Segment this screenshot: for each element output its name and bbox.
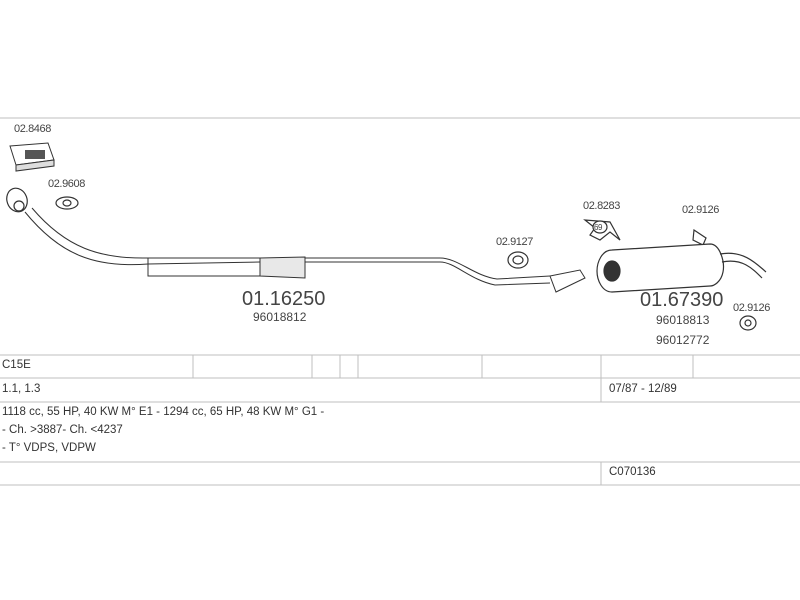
table-model: C15E <box>2 359 31 371</box>
table-spec: 1118 cc, 55 HP, 40 KW M° E1 - 1294 cc, 6… <box>2 406 325 418</box>
muffler-ref-1: 96018813 <box>656 313 710 327</box>
label-02-9126-top: 02.9126 <box>682 204 719 216</box>
front-flange-part <box>6 187 28 213</box>
frame-lines <box>0 117 800 486</box>
table-engine: 1.1, 1.3 <box>2 383 41 395</box>
clamp-part <box>507 251 529 269</box>
muffler-ref-2: 96012772 <box>656 333 710 347</box>
label-02-8468: 02.8468 <box>14 123 51 135</box>
muffler-part <box>596 243 767 293</box>
gasket-part <box>55 196 79 210</box>
label-02-9126-bottom: 02.9126 <box>733 302 770 314</box>
front-pipe-part <box>24 207 586 293</box>
ring-kit-part <box>583 219 621 241</box>
table-period: 07/87 - 12/89 <box>609 383 677 395</box>
front-pipe-number: 01.16250 <box>242 288 325 310</box>
hanger-top-part <box>692 228 707 246</box>
clamp-box-part <box>9 142 55 172</box>
hanger-bottom-part <box>739 315 757 331</box>
ring-kit-marker: 69 <box>594 223 603 232</box>
label-02-9127: 02.9127 <box>496 236 533 248</box>
table-code: C070136 <box>609 466 656 478</box>
table-type: - T° VDPS, VDPW <box>2 442 96 454</box>
table-chassis: - Ch. >3887- Ch. <4237 <box>2 424 123 436</box>
front-pipe-ref: 96018812 <box>253 310 307 324</box>
label-02-9608: 02.9608 <box>48 178 85 190</box>
muffler-number: 01.67390 <box>640 289 723 311</box>
label-02-8283: 02.8283 <box>583 200 620 212</box>
